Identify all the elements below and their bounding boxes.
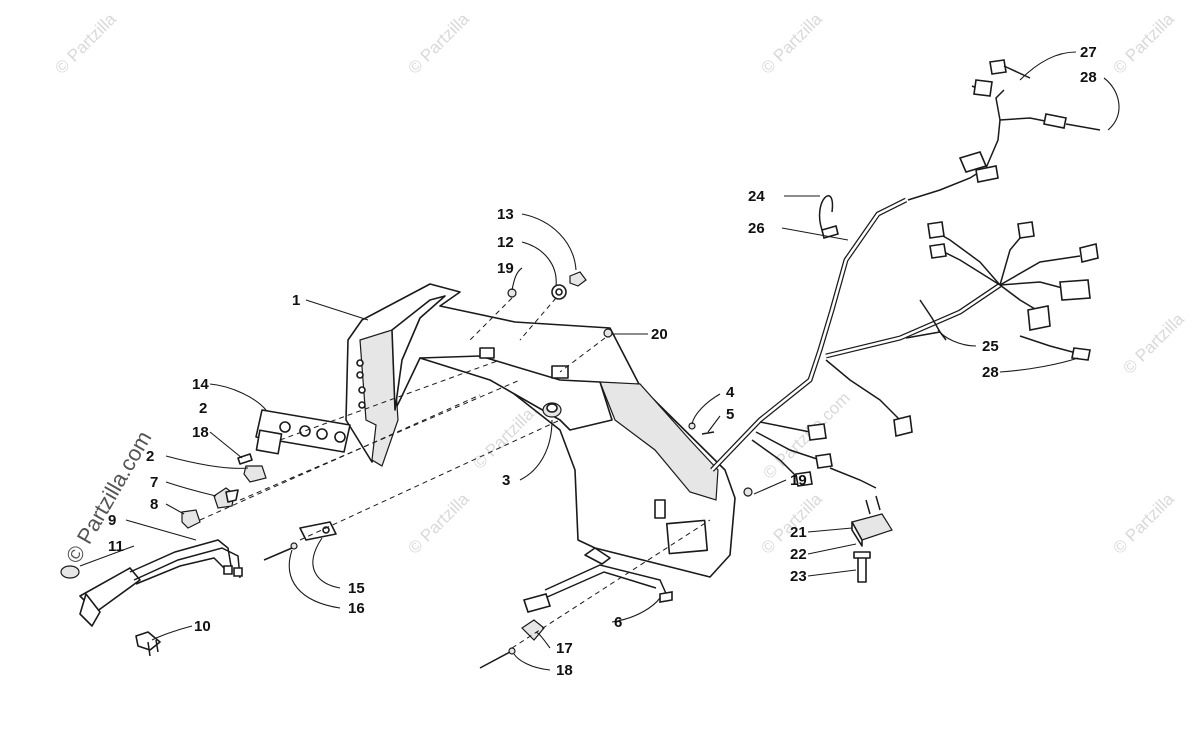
leader-lines: [79, 51, 1120, 671]
switch-hardware: [181, 379, 521, 529]
sub-harness-6: [522, 564, 673, 613]
watermark: © Partzilla: [1109, 489, 1178, 558]
callout-label: 24: [748, 188, 765, 205]
callout-label: 12: [497, 234, 514, 251]
grommet-part: [542, 402, 562, 418]
callouts: 27 28 24 26 13 12 19 1 20 25 28 14 2 4 5…: [108, 44, 1097, 679]
callout-label: 11: [108, 538, 124, 555]
connector-10: [135, 631, 161, 657]
callout-label: 20: [651, 326, 668, 343]
regulator-assembly: [851, 495, 893, 583]
watermark: © Partzilla: [1119, 309, 1188, 378]
watermark: © Partzilla: [757, 9, 826, 78]
callout-label: 18: [192, 424, 209, 441]
watermark: © Partzilla: [1109, 9, 1178, 78]
callout-label: 8: [150, 496, 158, 513]
callout-label: 19: [790, 472, 807, 489]
main-wiring-harness: [710, 59, 1101, 489]
watermark: © Partzilla: [404, 9, 473, 78]
callout-label: 2: [146, 448, 154, 465]
watermark: © Partzilla: [404, 489, 473, 558]
callout-label: 16: [348, 600, 365, 617]
callout-label: 18: [556, 662, 573, 679]
callout-label: 21: [790, 524, 807, 541]
callout-label: 6: [614, 614, 622, 631]
gauge-bracket: [255, 359, 501, 455]
callout-label: 3: [502, 472, 510, 489]
callout-label: 4: [726, 384, 735, 401]
cable-17-18: [479, 519, 711, 669]
hardware-right: [688, 422, 753, 497]
callout-label: 27: [1080, 44, 1097, 61]
watermark: © Partzilla.com: [759, 388, 853, 482]
callout-label: 2: [199, 400, 207, 417]
console-panel: [345, 283, 736, 578]
cable-15-16: [263, 419, 561, 561]
callout-label: 14: [192, 376, 209, 393]
callout-label: 28: [1080, 69, 1097, 86]
callout-label: 23: [790, 568, 807, 585]
callout-label: 7: [150, 474, 158, 491]
callout-label: 26: [748, 220, 765, 237]
callout-label: 25: [982, 338, 999, 355]
callout-label: 1: [292, 292, 300, 309]
callout-label: 9: [108, 512, 116, 529]
callout-label: 17: [556, 640, 573, 657]
callout-label: 28: [982, 364, 999, 381]
callout-label: 22: [790, 546, 807, 563]
callout-label: 19: [497, 260, 514, 277]
callout-label: 15: [348, 580, 365, 597]
key-switch-assembly: [60, 539, 243, 627]
watermark: © Partzilla: [51, 9, 120, 78]
callout-label: 13: [497, 206, 514, 223]
callout-label: 10: [194, 618, 211, 635]
hardware-top: [469, 271, 613, 373]
callout-label: 5: [726, 406, 734, 423]
